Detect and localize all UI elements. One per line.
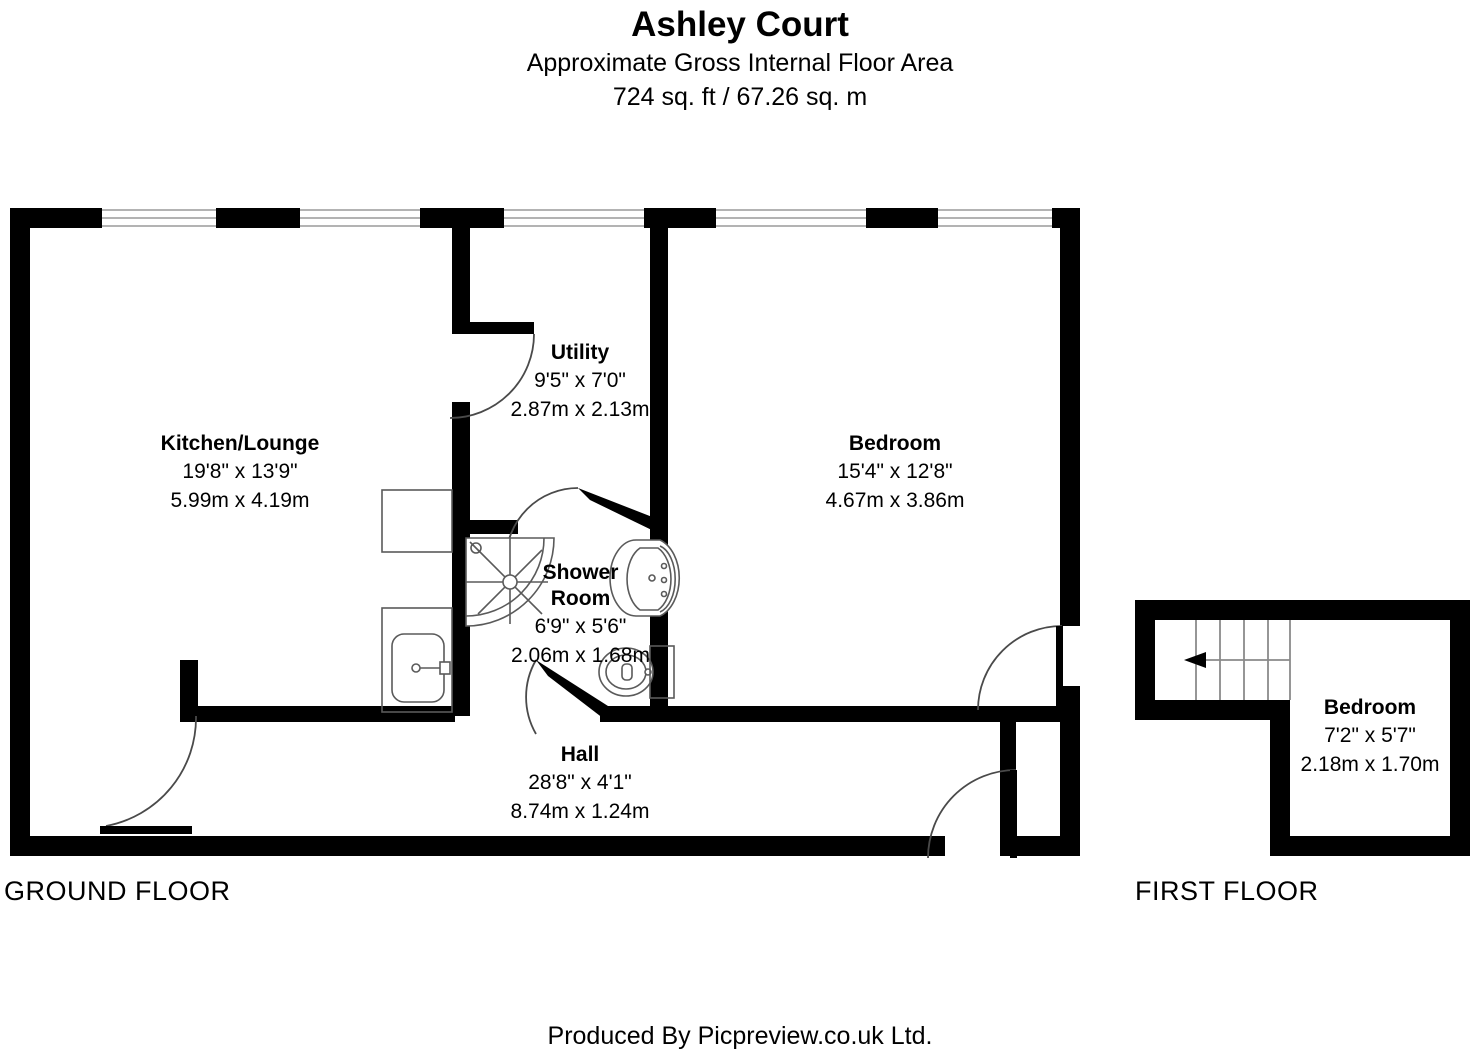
room-dim-imperial-hall: 28'8" x 4'1": [528, 771, 632, 794]
appliance-icon: [381, 489, 453, 553]
partition-utility-shower: [452, 488, 660, 534]
room-dim-imperial-shower-room: 6'9" x 5'6": [534, 615, 627, 638]
room-dim-metric-bedroom-first: 2.18m x 1.70m: [1300, 753, 1440, 776]
room-label-kitchen-lounge: Kitchen/Lounge 19'8" x 13'9" 5.99m x 4.1…: [60, 431, 420, 515]
room-dim-metric-kitchen-lounge: 5.99m x 4.19m: [170, 489, 310, 512]
room-label-bedroom-first: Bedroom 7'2" x 5'7" 2.18m x 1.70m: [1255, 695, 1480, 779]
kitchen-fixtures: [381, 489, 453, 713]
floor-area-value: 724 sq. ft / 67.26 sq. m: [612, 83, 868, 111]
room-dim-metric-utility: 2.87m x 2.13m: [510, 398, 650, 421]
producer-credit: Produced By Picpreview.co.uk Ltd.: [547, 1022, 933, 1050]
window-openings-top: [102, 209, 1052, 227]
room-dim-metric-hall: 8.74m x 1.24m: [510, 800, 650, 823]
room-label-bedroom-ground: Bedroom 15'4" x 12'8" 4.67m x 3.86m: [770, 431, 1020, 515]
room-dim-imperial-utility: 9'5" x 7'0": [534, 369, 626, 392]
room-dim-metric-shower-room: 2.06m x 1.68m: [511, 644, 650, 667]
room-dim-imperial-bedroom-ground: 15'4" x 12'8": [837, 460, 953, 483]
room-label-shower-room: Shower Room 6'9" x 5'6" 2.06m x 1.68m: [493, 560, 668, 670]
utility-door-header: [452, 322, 534, 334]
stair-up-arrow-icon: [1184, 652, 1206, 668]
room-name-shower-room-line2: Room: [550, 587, 611, 610]
shower-quadrant-icon: [465, 537, 555, 627]
first-floor-caption: FIRST FLOOR: [1135, 876, 1319, 906]
page-title: Ashley Court: [631, 5, 849, 44]
room-label-utility: Utility 9'5" x 7'0" 2.87m x 2.13m: [455, 340, 705, 424]
wash-basin-icon: [609, 539, 681, 617]
room-name-bedroom-ground: Bedroom: [848, 432, 942, 455]
door-arcs: [105, 333, 1063, 859]
shower-room-fixtures: [465, 537, 681, 699]
room-dim-imperial-kitchen-lounge: 19'8" x 13'9": [182, 460, 298, 483]
room-name-shower-room-line1: Shower: [542, 561, 619, 584]
room-name-bedroom-first: Bedroom: [1323, 696, 1417, 719]
toilet-icon: [598, 645, 675, 699]
room-name-kitchen-lounge: Kitchen/Lounge: [160, 432, 320, 455]
partition-kitchen-utility-lower: [452, 402, 470, 716]
ground-floor-caption: GROUND FLOOR: [4, 876, 231, 906]
kitchen-sink-icon: [381, 607, 453, 713]
partition-utility-bedroom: [650, 228, 668, 516]
room-label-hall: Hall 28'8" x 4'1" 8.74m x 1.24m: [455, 742, 705, 826]
ground-floor-plan: [10, 208, 1080, 859]
door-leaves: [100, 626, 1063, 858]
staircase-icon: [1184, 620, 1291, 700]
room-name-hall: Hall: [560, 743, 600, 766]
first-floor-plan: [1135, 600, 1470, 856]
exterior-wall-bottom: [10, 836, 1080, 856]
partition-kitchen-utility-upper: [452, 228, 470, 334]
room-dim-metric-bedroom-ground: 4.67m x 3.86m: [825, 489, 965, 512]
room-name-utility: Utility: [550, 341, 610, 364]
floor-area-caption: Approximate Gross Internal Floor Area: [526, 49, 954, 77]
exterior-wall-right: [1060, 208, 1080, 856]
plan-header: Ashley Court Approximate Gross Internal …: [0, 0, 1480, 114]
exterior-wall-left: [10, 208, 30, 856]
room-dim-imperial-bedroom-first: 7'2" x 5'7": [1324, 724, 1416, 747]
